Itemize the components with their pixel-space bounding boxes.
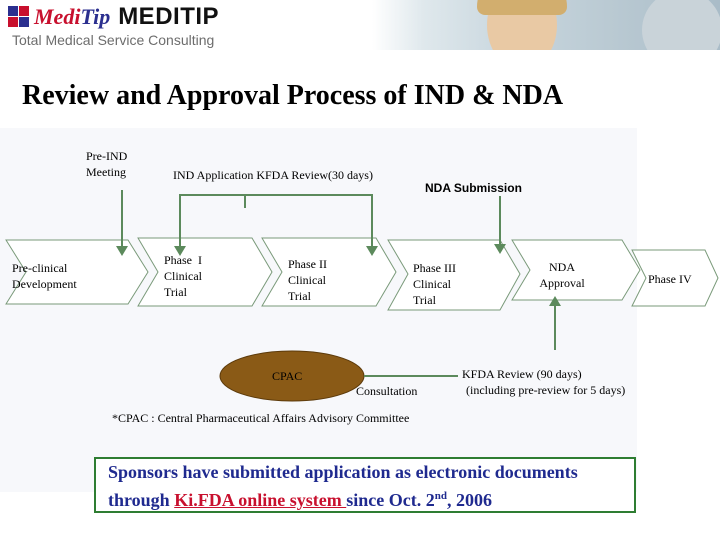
nda-approval-arrow <box>511 239 641 301</box>
phase1-line2: Clinical <box>164 269 202 283</box>
nda-submission-label: NDA Submission <box>425 181 522 195</box>
logo-wordmark: MEDITIP <box>118 3 220 30</box>
phase2-line3: Trial <box>288 289 311 303</box>
page-title: Review and Approval Process of IND & NDA <box>22 80 564 111</box>
nda-approval-line1: NDA <box>549 260 575 274</box>
pre-ind-line1: Pre-IND <box>86 149 128 163</box>
cpac-label: CPAC <box>272 369 303 383</box>
logo-script: MediTip <box>34 4 110 30</box>
phase2-line1: Phase II <box>288 257 327 271</box>
phase4-label: Phase IV <box>648 272 692 286</box>
kfda-review-line1: KFDA Review (90 days) <box>462 367 582 381</box>
logo-mark-icon <box>8 6 30 28</box>
consultation-label: Consultation <box>356 384 418 398</box>
header: MediTip MEDITIP Total Medical Service Co… <box>0 0 720 52</box>
kifda-link[interactable]: Ki.FDA online system <box>174 490 347 510</box>
phase1-label: Phase I Clinical Trial <box>164 252 202 300</box>
phase4-arrow <box>631 249 719 307</box>
preclinical-arrow <box>5 239 149 305</box>
sponsor-box <box>94 457 636 513</box>
connector-lines <box>121 190 556 350</box>
logo-script-suffix: Tip <box>80 4 111 29</box>
sponsor-text: Sponsors have submitted application as e… <box>108 460 578 512</box>
pre-ind-label: Pre-IND Meeting <box>86 148 127 180</box>
phase1-line1: Phase I <box>164 253 202 267</box>
phase2-label: Phase II Clinical Trial <box>288 256 327 304</box>
sponsor-line2: through Ki.FDA online system since Oct. … <box>108 484 578 512</box>
preclinical-line2: Development <box>12 277 77 291</box>
phase3-line2: Clinical <box>413 277 451 291</box>
sponsor-line2-year: , 2006 <box>446 490 492 510</box>
tagline: Total Medical Service Consulting <box>12 32 215 48</box>
pre-ind-line2: Meeting <box>86 165 126 179</box>
phase3-label: Phase III Clinical Trial <box>413 260 456 308</box>
nda-approval-line2: Approval <box>539 276 585 290</box>
phase3-line1: Phase III <box>413 261 456 275</box>
ind-application-label: IND Application KFDA Review(30 days) <box>173 168 373 182</box>
header-photo <box>372 0 720 50</box>
connector-arrowheads <box>116 244 561 306</box>
phase1-arrow <box>137 237 273 307</box>
sponsor-line1: Sponsors have submitted application as e… <box>108 462 578 482</box>
sponsor-line2-date: since Oct. 2 <box>346 490 435 510</box>
cpac-footnote: *CPAC : Central Pharmaceutical Affairs A… <box>112 411 410 425</box>
nda-approval-label: NDA Approval <box>534 259 590 291</box>
diagram-panel <box>0 128 637 492</box>
phase3-line3: Trial <box>413 293 436 307</box>
sponsor-line2-prefix: through <box>108 490 175 510</box>
preclinical-label: Pre-clinical Development <box>12 260 77 292</box>
phase1-line3: Trial <box>164 285 187 299</box>
preclinical-line1: Pre-clinical <box>12 261 68 275</box>
phase2-arrow <box>261 237 397 307</box>
kfda-review-label: KFDA Review (90 days) (including pre-rev… <box>462 366 625 398</box>
kfda-review-line2: (including pre-review for 5 days) <box>466 383 626 397</box>
logo-script-prefix: Medi <box>34 4 81 29</box>
phase2-line2: Clinical <box>288 273 326 287</box>
sponsor-line2-sup: nd <box>434 490 447 502</box>
meditip-logo[interactable]: MediTip MEDITIP <box>8 3 220 30</box>
